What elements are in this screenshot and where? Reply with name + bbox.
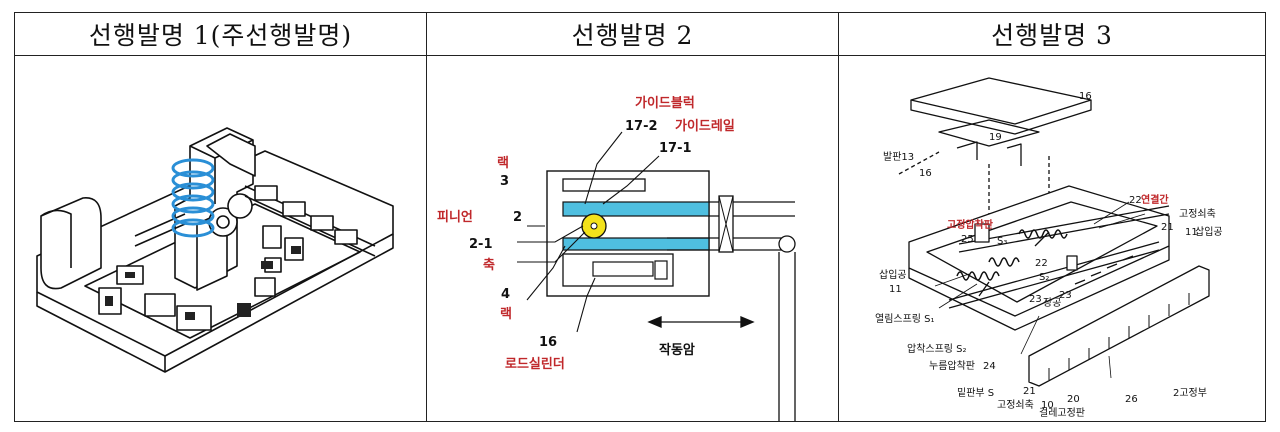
figure-row: 가이드블럭 17-2 가이드레일 17-1 랙 3 피니언 2 2-1 축 4 … [14,55,1266,422]
label-19: 19 [989,132,1002,143]
label-17-1: 17-1 [659,141,692,156]
label-4: 4 [501,287,510,302]
comparison-table: 선행발명 1(주선행발명) 선행발명 2 선행발명 3 [14,12,1266,422]
figure-prior-art-1 [14,55,427,422]
label-open-spring: 열림스프링 S₁ [875,313,935,325]
label-3: 3 [500,174,509,189]
label-fixed-press-plate: 고정압착판 [947,218,994,231]
header-row: 선행발명 1(주선행발명) 선행발명 2 선행발명 3 [14,12,1266,56]
label-16-top: 16 [1079,91,1092,102]
header-prior-art-3: 선행발명 3 [838,12,1266,56]
label-arm: 작동암 [659,342,695,358]
label-11-right: 11 [1185,227,1198,238]
label-22-mid: 22 [1035,258,1048,269]
label-rack-bottom: 랙 [500,306,512,322]
label-s3: S₃ [997,236,1007,247]
label-23-mid: 23 [1059,290,1072,301]
label-23-low: 23 [1029,294,1042,305]
label-rod-cylinder: 로드실린더 [505,356,565,372]
label-long-hole: 장공 [1043,297,1061,309]
label-fixed-shaft-right: 고정쇠축 [1179,208,1216,220]
label-26: 26 [1125,394,1138,405]
label-hole-right: 삽입공 [1195,225,1223,238]
label-bottom-plate: 밑판부 S [957,387,994,399]
figure-prior-art-2: 가이드블럭 17-2 가이드레일 17-1 랙 3 피니언 2 2-1 축 4 … [426,55,839,422]
label-plate-13: 발판13 [883,151,914,163]
label-fixing-part: 2고정부 [1173,387,1207,399]
label-2-1: 2-1 [469,237,493,252]
label-press-spring: 압착스프링 S₂ [907,342,967,355]
label-press-plate: 누름압착판 [929,359,975,372]
exploded-assembly-drawing: 16 발판13 16 19 연결간 22 고정쇠축 11 삽입공 고정압착판 2… [875,77,1223,419]
label-17-2: 17-2 [625,119,658,134]
label-16-side: 16 [919,168,932,179]
label-2: 2 [513,210,522,225]
label-pinion: 피니언 [437,209,473,225]
rack-pinion-schematic: 가이드블럭 17-2 가이드레일 17-1 랙 3 피니언 2 2-1 축 4 … [437,95,796,421]
label-20: 20 [1067,394,1080,405]
label-24: 24 [983,361,996,372]
label-21-bottom: 21 [1023,386,1036,397]
header-prior-art-2: 선행발명 2 [426,12,839,56]
label-guide-rail: 가이드레일 [675,118,735,134]
label-fixed-shaft-bottom: 고정쇠축 [997,399,1034,411]
label-rack-top: 랙 [497,155,509,171]
label-cloth-fixing-plate: 걸레고정판 [1039,406,1085,419]
label-shaft: 축 [483,257,495,273]
label-25: 25 [961,234,974,245]
figure-prior-art-3: 16 발판13 16 19 연결간 22 고정쇠축 11 삽입공 고정압착판 2… [838,55,1266,422]
label-11-left: 11 [889,284,902,295]
isometric-device-drawing [36,127,394,373]
label-connector: 연결간 [1141,193,1169,206]
label-s2: S₂ [1039,272,1049,283]
label-16: 16 [539,335,557,350]
label-hole-left: 삽입공 [879,268,907,281]
label-22-top: 22 [1129,195,1142,206]
label-10: 10 [1041,400,1054,411]
label-guide-block: 가이드블럭 [635,95,695,111]
label-21-right: 21 [1161,222,1174,233]
header-prior-art-1: 선행발명 1(주선행발명) [14,12,427,56]
